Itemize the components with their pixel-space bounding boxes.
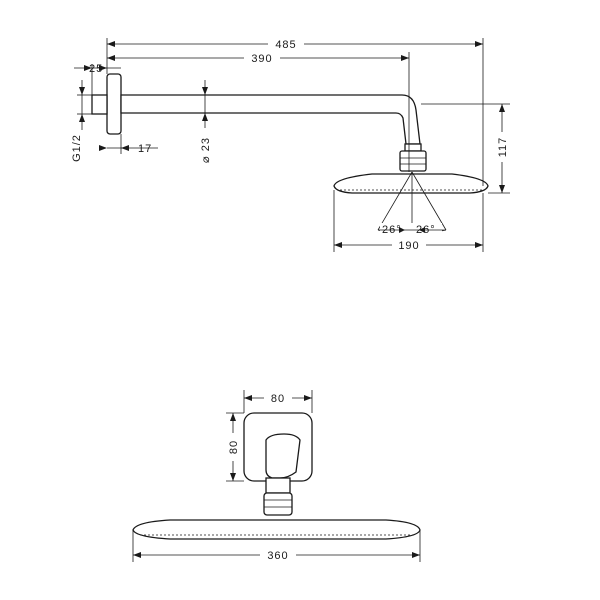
front-view: 80 80 360 <box>132 390 421 562</box>
dim-pipe-diameter-label: ⌀ 23 <box>200 137 212 163</box>
shower-head <box>333 173 489 194</box>
dim-thread-label: G1/2 <box>71 134 83 162</box>
shower-head-front <box>132 519 421 540</box>
dim-rosette-height-label: 80 <box>228 440 240 454</box>
side-view: 485 390 25 17 G1/2 ⌀ 23 <box>71 36 510 252</box>
neck-front <box>265 477 291 494</box>
dim-rosette-width-label: 80 <box>271 393 285 405</box>
dim-head-width-label: 190 <box>398 240 419 252</box>
wall-flange <box>106 73 122 135</box>
arm-front <box>265 433 301 479</box>
ball-joint-front <box>263 492 293 516</box>
dim-head-width-front-label: 360 <box>267 550 288 562</box>
dim-arm-reach-label: 390 <box>251 53 272 65</box>
arm-connector <box>404 143 422 152</box>
dim-arm-total-label: 485 <box>275 39 296 51</box>
thread-inlet <box>91 94 108 115</box>
shower-arm <box>120 94 421 145</box>
dim-angle-right-label: 26° <box>416 224 436 236</box>
dim-height-label: 117 <box>497 137 509 158</box>
dim-flange-depth-label: 25 <box>89 63 103 75</box>
ball-joint <box>399 150 427 172</box>
dim-angle-left-label: 26° <box>382 224 402 236</box>
dim-flange-offset-label: 17 <box>138 143 152 155</box>
